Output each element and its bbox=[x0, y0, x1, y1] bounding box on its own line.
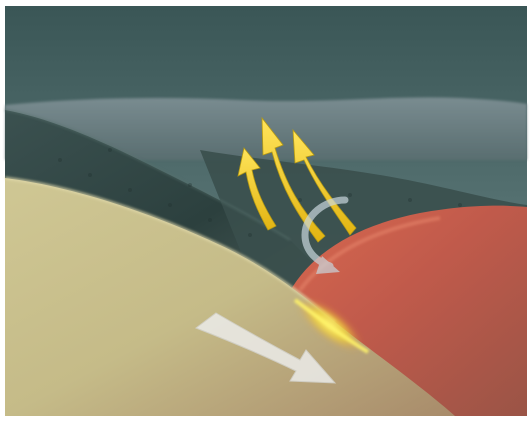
illustration-canvas bbox=[0, 0, 532, 421]
heat-rising-illustration bbox=[0, 0, 532, 421]
